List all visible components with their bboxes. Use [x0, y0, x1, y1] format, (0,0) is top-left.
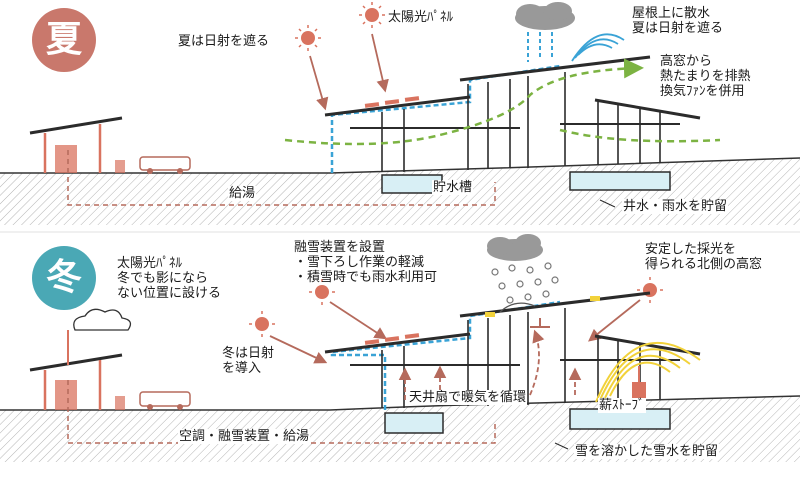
- winter-solar-panel-label: 太陽光ﾊﾟﾈﾙ 冬でも影になら ない位置に設ける: [117, 256, 222, 301]
- winter-wood-stove-label: 薪ｽﾄｰﾌﾞ: [598, 398, 646, 413]
- cloud-icon: [487, 234, 543, 261]
- winter-snow-melt-label: 融雪装置を設置 ・雪下ろし作業の軽減 ・積雪時でも雨水利用可: [294, 240, 438, 285]
- winter-ceiling-fan-label: 天井扇で暖気を循環: [408, 390, 528, 405]
- winter-north-light-label: 安定した採光を 得られる北側の高窓: [645, 242, 763, 272]
- winter-badge: 冬: [32, 246, 96, 310]
- summer-hot-water-label: 給湯: [228, 186, 257, 201]
- summer-pavilion: [29, 116, 125, 173]
- winter-snow-water-label: 雪を溶かした雪水を貯留: [574, 444, 720, 459]
- winter-hvac-line: [67, 380, 496, 444]
- winter-aircon-label: 空調・融雪装置・給湯: [178, 429, 311, 444]
- summer-badge: 夏: [32, 8, 96, 72]
- summer-hot-water-line: [67, 150, 496, 206]
- cloud-icon: [515, 2, 575, 30]
- summer-storage-tank-label: 貯水槽: [432, 180, 474, 195]
- summer-high-window-label: 高窓から 熱たまりを排熱 換気ﾌｧﾝを併用: [660, 54, 751, 99]
- sun-icon: [309, 279, 335, 305]
- summer-block-sun-label: 夏は日射を遮る: [178, 34, 270, 49]
- sun-icon: [359, 2, 385, 28]
- cloud-icon: [73, 308, 132, 331]
- wood-stove-icon: [595, 342, 701, 403]
- sun-icon: [295, 25, 321, 51]
- summer-panel: [0, 2, 800, 225]
- summer-building: [324, 55, 701, 194]
- winter-pavilion: [29, 330, 125, 410]
- summer-well-rain-label: 井水・雨水を貯留: [622, 199, 729, 214]
- summer-roof-spray-label: 屋根上に散水 夏は日射を遮る: [632, 6, 724, 36]
- winter-admit-sun-label: 冬は日射 を導入: [222, 346, 275, 376]
- sun-icon: [249, 311, 275, 337]
- sun-icon: [637, 277, 663, 303]
- car-icon: [139, 391, 191, 410]
- summer-solar-panel-label: 太陽光ﾊﾟﾈﾙ: [388, 10, 454, 25]
- car-icon: [139, 156, 191, 174]
- snowflake-icon: [491, 262, 559, 304]
- summer-airflow: [284, 58, 644, 146]
